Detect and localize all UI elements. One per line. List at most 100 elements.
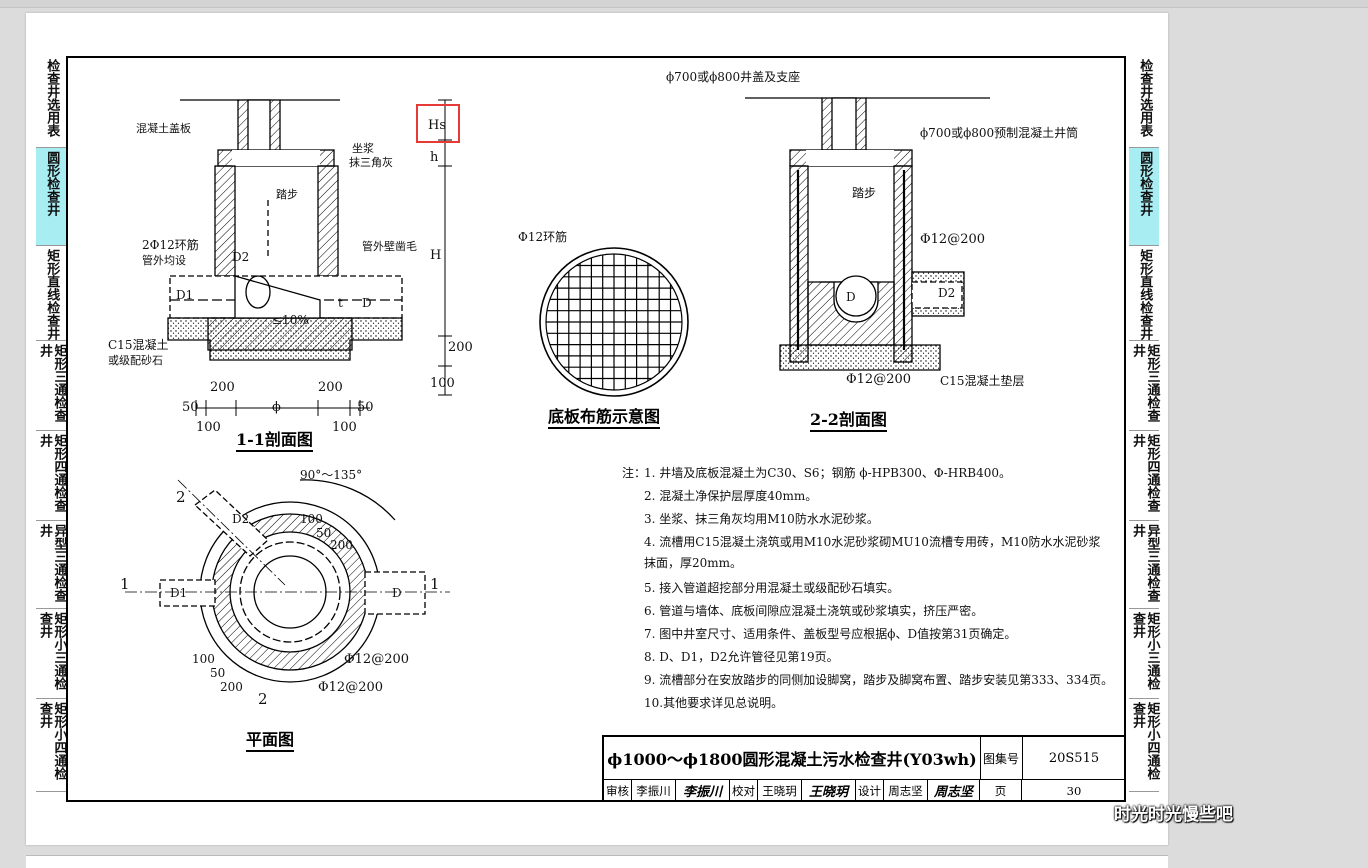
bottom-plate-drawing: [539, 247, 689, 397]
rebar-ring-label: 2Φ12环筋: [142, 238, 199, 252]
sheet-title: ϕ1000～ϕ1800圆形混凝土污水检查井(Y03wh): [604, 737, 981, 780]
chapter-tab[interactable]: 矩形小三通检查井: [1129, 609, 1160, 699]
slope-label: ≤10%: [272, 313, 309, 327]
chapter-tab[interactable]: 矩形小三通检查井: [36, 609, 67, 699]
plan-rebar-label-2: Φ12@200: [318, 680, 384, 695]
bottom-ring-label: Φ12环筋: [518, 230, 568, 244]
signature-row: 审核 李振川 李振川 校对 王晓玥 王晓玥 设计 周志坚 周志坚 页 30: [604, 779, 1126, 802]
chapter-tab[interactable]: 矩形直线检查井: [36, 246, 66, 341]
chapter-tab[interactable]: 圆形检查井: [36, 148, 66, 246]
base-label: C15混凝土: [108, 338, 169, 352]
base-rebar-label: Φ12@200: [846, 372, 912, 387]
reviewer-name: 李振川: [632, 779, 676, 802]
viewer-toolbar: [0, 0, 1368, 8]
base-label-2: 或级配砂石: [108, 354, 163, 367]
chapter-tab-label: 异型三通检查井: [37, 524, 67, 602]
plan-dim: 100: [300, 512, 323, 526]
cover-label: ϕ700或ϕ800井盖及支座: [666, 70, 801, 84]
watermark: 时光时光慢些吧: [1114, 805, 1233, 825]
chapter-tab[interactable]: 圆形检查井: [1129, 148, 1159, 246]
step-label: 踏步: [276, 188, 298, 201]
bottom-plate-title: 底板布筋示意图: [548, 407, 661, 429]
notes-title: 注：: [622, 466, 647, 480]
review-label: 审核: [604, 779, 632, 802]
pipe-wall-label: 管外壁凿毛: [362, 240, 417, 253]
plan-D-label: D: [392, 586, 402, 600]
chapter-tab-label: 矩形小三通检查井: [1130, 612, 1160, 690]
plan-dim: 200: [330, 538, 353, 552]
note-item: 2. 混凝土净保护层厚度40mm。: [644, 489, 818, 503]
section-mark: 1: [120, 575, 130, 593]
chapter-tab-label: 矩形三通检查井: [1130, 344, 1160, 422]
dim-label: 200: [318, 380, 343, 395]
chapter-tab-label: 矩形四通检查井: [1130, 434, 1160, 512]
note-item: 6. 管道与墙体、底板间隙应混凝土浇筑或砂浆填实，挤压严密。: [644, 604, 984, 618]
chapter-tab[interactable]: 异型三通检查井: [1129, 521, 1160, 609]
plan-dim: 50: [210, 666, 226, 680]
reviewer-signature: 李振川: [676, 779, 730, 802]
chapter-tab[interactable]: 检查井选用表: [36, 56, 66, 148]
checker-signature: 王晓玥: [802, 779, 856, 802]
H-label: H: [430, 248, 442, 263]
angle-label: 90°～135°: [300, 468, 363, 482]
dim-label: 100: [196, 420, 221, 435]
dim-label: 200: [448, 340, 473, 355]
chapter-tab[interactable]: 矩形小四通检查井: [1129, 699, 1160, 792]
note-item: 4. 流槽用C15混凝土浇筑或用M10水泥砂浆砌MU10流槽专用砖，M10防水水…: [644, 535, 1101, 549]
left-chapter-tabs: 检查井选用表圆形检查井矩形直线检查井矩形三通检查井矩形四通检查井异型三通检查井矩…: [36, 56, 67, 802]
chapter-tab-label: 异型三通检查井: [1130, 524, 1160, 602]
chapter-tab-label: 矩形小四通检查井: [1130, 702, 1160, 780]
dim-label: 100: [332, 420, 357, 435]
chapter-tab-label: 圆形检查井: [44, 151, 60, 216]
hs-highlight-box: [416, 104, 460, 143]
chapter-tab[interactable]: 矩形直线检查井: [1129, 246, 1159, 341]
dim-label: 200: [210, 380, 235, 395]
chapter-tab[interactable]: 矩形三通检查井: [36, 341, 67, 431]
title-block: ϕ1000～ϕ1800圆形混凝土污水检查井(Y03wh) 图集号 20S515 …: [602, 735, 1126, 802]
chapter-tab[interactable]: 矩形四通检查井: [36, 431, 67, 521]
chapter-tab[interactable]: 异型三通检查井: [36, 521, 67, 609]
section-mark: 1: [430, 575, 440, 593]
section-1-1-drawing: [167, 99, 403, 361]
note-item: 9. 流槽部分在安放踏步的同侧加设脚窝，踏步及脚窝布置、踏步安装见第333、33…: [644, 673, 1114, 687]
note-item: 5. 接入管道超挖部分用混凝土或级配砂石填实。: [644, 581, 900, 595]
note-item: 7. 图中井室尺寸、适用条件、盖板型号应根据ϕ、D值按第31页确定。: [644, 627, 1017, 641]
chapter-tab[interactable]: 矩形三通检查井: [1129, 341, 1160, 431]
plan-drawing: [125, 479, 450, 683]
concrete-cover-label: 混凝土盖板: [136, 122, 191, 135]
hs-label: Hs: [428, 118, 447, 133]
triangle-mortar-label: 抹三角灰: [349, 156, 393, 169]
chapter-tab-label: 矩形四通检查井: [37, 434, 67, 512]
plan-D2-label: D2: [232, 512, 250, 526]
page-number: 30: [1066, 783, 1082, 798]
plan-dim: 200: [220, 680, 243, 694]
chapter-tab[interactable]: 矩形四通检查井: [1129, 431, 1160, 521]
dim-label: 50: [182, 400, 199, 415]
plan-D1-label: D1: [170, 586, 188, 600]
base-cushion-label: C15混凝土垫层: [940, 374, 1025, 388]
design-label: 设计: [856, 779, 884, 802]
chapter-tab-label: 圆形检查井: [1137, 151, 1153, 216]
checker-name: 王晓玥: [758, 779, 802, 802]
t-label: t: [338, 296, 343, 310]
chapter-tab[interactable]: 矩形小四通检查井: [36, 699, 67, 792]
note-item: 1. 井墙及底板混凝土为C30、S6；钢筋 ϕ-HPB300、Φ-HRB400。: [644, 466, 1011, 480]
chapter-tab[interactable]: 检查井选用表: [1129, 56, 1159, 148]
plan-dim: 100: [192, 652, 215, 666]
h-label: h: [430, 150, 439, 165]
wall-rebar-label: Φ12@200: [920, 232, 986, 247]
D-label: D: [362, 296, 372, 310]
D2-label: D2: [232, 250, 250, 264]
section-mark: 2: [176, 488, 186, 506]
mortar-label: 坐浆: [352, 142, 374, 155]
chapter-tab-label: 矩形小四通检查井: [37, 702, 67, 780]
section-2-2-title: 2-2剖面图: [810, 410, 887, 432]
designer-name: 周志坚: [884, 779, 928, 802]
section-1-1-dims: [195, 99, 452, 416]
page-label: 页: [980, 779, 1022, 802]
D2-label-2: D2: [938, 286, 956, 300]
chapter-tab-label: 检查井选用表: [44, 59, 60, 137]
chapter-tab-label: 矩形小三通检查井: [37, 612, 67, 690]
dim-label: 100: [430, 376, 455, 391]
